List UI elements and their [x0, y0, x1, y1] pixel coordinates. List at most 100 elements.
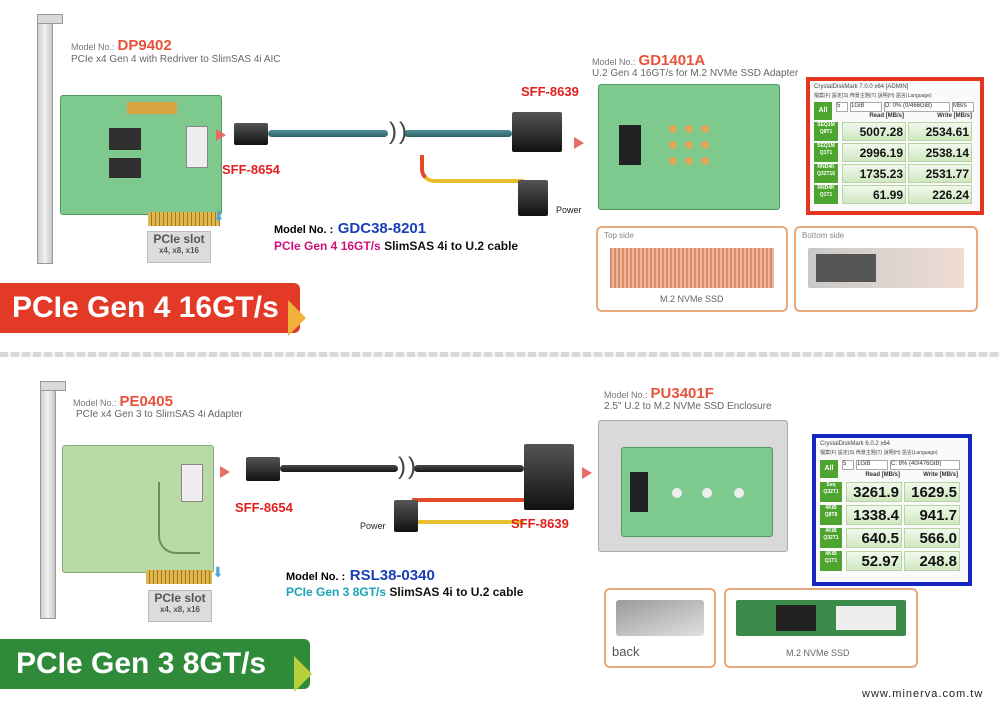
adapter-model-top: Model No.:GD1401A: [592, 52, 705, 70]
read-value: 1338.4: [846, 505, 902, 525]
gen3-banner: PCIe Gen 3 8GT/s: [0, 639, 310, 689]
bracket-tab-top: [37, 14, 63, 24]
aic-card-dp9402: [60, 95, 222, 215]
window-menu: 檔案(F) 設定(S) 佈景主題(T) 說明(H) 語言(Language): [814, 93, 932, 99]
enclosure-desc: 2.5" U.2 to M.2 NVMe SSD Enclosure: [604, 401, 772, 412]
slot-sizes: x4, x8, x16: [159, 605, 201, 614]
sff8639-connector-bottom: [524, 444, 574, 510]
cable-break-icon: ) ): [389, 118, 407, 145]
crystaldiskmark-window-top: CrystalDiskMark 7.0.0 x64 [ADMIN] 檔案(F) …: [806, 77, 984, 215]
card-desc-top: PCIe x4 Gen 4 with Redriver to SlimSAS 4…: [71, 54, 281, 65]
write-value: 2531.77: [908, 164, 972, 183]
banner-fold-icon: [294, 656, 312, 692]
card-model-bottom: Model No.:PE0405: [73, 393, 173, 411]
write-header: Write [MB/s]: [923, 472, 958, 478]
cable-model-number: RSL38-0340: [349, 567, 435, 584]
model-prefix: Model No.:: [73, 398, 117, 408]
write-header: Write [MB/s]: [937, 113, 972, 119]
cable-model-bottom: Model No. : RSL38-0340: [286, 567, 435, 585]
unit-select[interactable]: MB/s: [952, 102, 974, 112]
write-value: 2534.61: [908, 122, 972, 141]
drive-select[interactable]: D: 0% (0/466GiB): [884, 102, 950, 112]
model-number: DP9402: [117, 37, 172, 54]
sff8639-connector-top: [512, 112, 562, 152]
pcie-bracket-bottom: [40, 383, 56, 619]
write-value: 226.24: [908, 185, 972, 204]
write-value: 248.8: [904, 551, 960, 571]
cable-break-icon: ) ): [398, 453, 416, 480]
cable-rsl38-0340: [280, 465, 398, 472]
runs-select[interactable]: 5: [842, 460, 854, 470]
cable-speed: PCIe Gen 3 8GT/s: [286, 585, 387, 599]
frame-label: back: [612, 644, 640, 659]
all-button[interactable]: All: [820, 460, 838, 478]
sff8654-connector-bottom: [246, 457, 280, 481]
slot-title: PCIe slot: [154, 591, 206, 605]
dip-switches: [127, 102, 177, 114]
row-label-2: Q1T1: [819, 150, 833, 156]
size-select[interactable]: 1GiB: [850, 102, 882, 112]
u2-enclosure-pu3401f: [598, 420, 788, 552]
row-label-2: Q32T16: [816, 171, 836, 177]
read-value: 640.5: [846, 528, 902, 548]
sff8654-connector-top: [234, 123, 268, 145]
ssd-bottom-frame: M.2 NVMe SSD: [724, 588, 918, 668]
enclosure-back-image: [616, 600, 704, 636]
pcie-fingers-bottom: [146, 570, 212, 584]
frame-caption: M.2 NVMe SSD: [660, 294, 724, 304]
row-label-2: Q1T1: [824, 558, 838, 564]
row-label-1: 4KiB: [825, 505, 837, 511]
power-label-top: Power: [556, 205, 582, 215]
enclosure-back-frame: back: [604, 588, 716, 668]
enclosure-pcb: [621, 447, 773, 537]
ssd-heatsink-image: [610, 248, 774, 288]
pcie-slot-box-top: PCIe slot x4, x8, x16: [147, 231, 211, 263]
website-url[interactable]: www.minerva.com.tw: [862, 688, 984, 700]
cable-speed: PCIe Gen 4 16GT/s: [274, 239, 381, 253]
row-label-1: 4KiB: [825, 528, 837, 534]
arrow-right-icon: [220, 466, 230, 478]
model-number: PE0405: [119, 393, 173, 410]
row-label-2: Q8T1: [819, 129, 833, 135]
card-desc-bottom: PCIe x4 Gen 3 to SlimSAS 4i Adapter: [76, 409, 243, 420]
cable-model-number: GDC38-8201: [337, 220, 427, 237]
row-label-2: Q8T8: [824, 512, 838, 518]
frame-label: Bottom side: [802, 231, 845, 240]
drive-select[interactable]: C: 8% (40/476GiB): [890, 460, 960, 470]
arrow-right-icon: [216, 129, 226, 141]
sff8639-label-bottom: SFF-8639: [511, 516, 569, 531]
runs-select[interactable]: 5: [836, 102, 848, 112]
section-divider: [0, 352, 1000, 357]
frame-label: Top side: [604, 231, 634, 240]
gen4-banner: PCIe Gen 4 16GT/s: [0, 283, 300, 333]
power-wires-top: [420, 155, 524, 183]
row-label-1: Seq: [826, 482, 836, 488]
row-label-1: SEQ1M: [817, 143, 835, 149]
all-button[interactable]: All: [814, 102, 832, 120]
row-label-1: RND4K: [817, 185, 835, 191]
size-select[interactable]: 1GiB: [856, 460, 888, 470]
pcie-fingers-top: [148, 212, 220, 226]
write-value: 2538.14: [908, 143, 972, 162]
bracket-tab-bottom: [40, 381, 66, 391]
sff8654-label-bottom: SFF-8654: [235, 500, 293, 515]
model-prefix: Model No.:: [71, 42, 115, 52]
pcie-slot-box-bottom: PCIe slot x4, x8, x16: [148, 590, 212, 622]
window-title: CrystalDiskMark 6.0.2 x64: [820, 441, 891, 447]
model-number: PU3401F: [650, 385, 714, 402]
read-header: Read [MB/s]: [869, 113, 904, 119]
cable-rsl38-0340-b: [414, 465, 524, 472]
power-wires-bottom: [412, 498, 524, 524]
read-value: 5007.28: [842, 122, 906, 141]
down-arrow-icon: ⬇: [212, 564, 224, 580]
row-label-2: Q1T1: [819, 192, 833, 198]
write-value: 566.0: [904, 528, 960, 548]
